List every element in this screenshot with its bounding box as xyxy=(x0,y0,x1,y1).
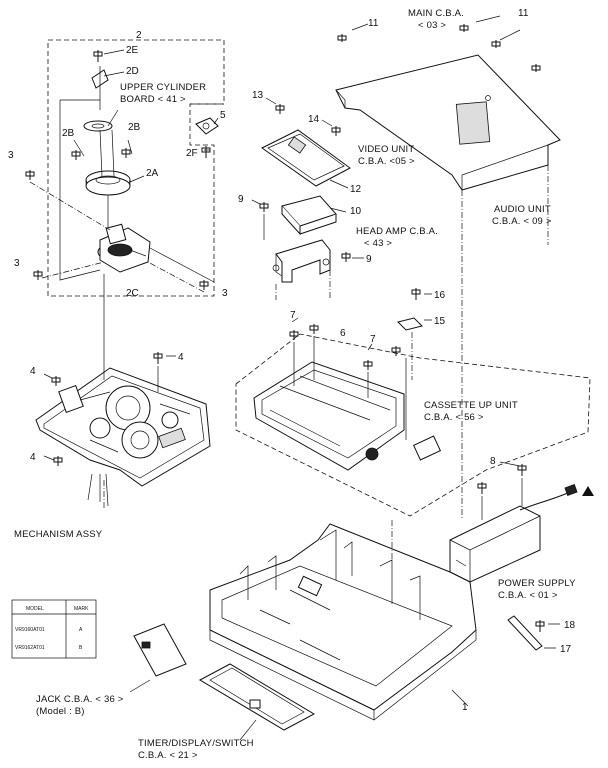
cassette-up-label-line2: C.B.A. < 56 > xyxy=(424,412,484,423)
part-number-8: 8 xyxy=(490,456,496,467)
part-number-5: 5 xyxy=(220,110,226,121)
audio-unit-label-line1: AUDIO UNIT xyxy=(494,204,551,215)
model-table-row2-model: VR9162AT01 xyxy=(15,645,45,651)
model-table-row1-model: VR9160AT01 xyxy=(15,627,45,633)
power-supply-label-line2: C.B.A. < 01 > xyxy=(498,590,558,601)
part-number-2a: 2A xyxy=(146,168,159,179)
part-number-1: 1 xyxy=(462,702,468,713)
upper-cylinder-assembly xyxy=(59,49,219,283)
upper-cylinder-label-line1: UPPER CYLINDER xyxy=(120,82,206,93)
power-supply-unit xyxy=(449,461,594,583)
part-number-11-right: 11 xyxy=(518,8,529,19)
audio-unit-label-line2: C.B.A. < 09 > xyxy=(492,216,552,227)
jack-cba-label-line1: JACK C.B.A. < 36 > xyxy=(36,694,124,705)
part-number-2b-left: 2B xyxy=(62,128,75,139)
power-supply-label-line1: POWER SUPPLY xyxy=(498,578,576,589)
model-table-header-model: MODEL xyxy=(26,606,44,612)
part-number-14: 14 xyxy=(308,114,320,125)
main-cba-label-line2: < 03 > xyxy=(418,20,446,31)
video-unit-label-line1: VIDEO UNIT xyxy=(358,144,414,155)
mechanism-assy xyxy=(35,274,211,507)
timer-display-switch-label-line1: TIMER/DISPLAY/SWITCH xyxy=(138,738,254,749)
video-unit-board xyxy=(261,97,351,189)
cassette-up-unit xyxy=(235,288,591,517)
part-number-2e: 2E xyxy=(126,45,139,56)
part-number-2: 2 xyxy=(136,30,142,41)
head-amp-label-line1: HEAD AMP C.B.A. xyxy=(356,226,438,237)
part-number-2c: 2C xyxy=(126,288,139,299)
part-number-16: 16 xyxy=(434,290,446,301)
timer-display-switch-board xyxy=(198,663,316,741)
upper-cylinder-group-outline xyxy=(47,39,225,297)
mechanism-assy-label: MECHANISM ASSY xyxy=(14,529,103,540)
model-table-row1-mark: A xyxy=(79,627,83,633)
part-number-7-left: 7 xyxy=(290,310,296,321)
head-amp-label-line2: < 43 > xyxy=(364,238,392,249)
part-number-15: 15 xyxy=(434,316,446,327)
part-number-4-left: 4 xyxy=(30,366,36,377)
part-number-4-bottom: 4 xyxy=(30,452,36,463)
model-table-row2-mark: B xyxy=(79,645,83,651)
part-number-6: 6 xyxy=(340,328,346,339)
part-number-2b-right: 2B xyxy=(128,122,141,133)
jack-cba-board xyxy=(129,623,187,693)
screw-11-group xyxy=(337,15,541,72)
part-number-17: 17 xyxy=(560,644,572,655)
head-amp-board xyxy=(251,195,364,300)
part-number-3-right: 3 xyxy=(222,288,228,299)
upper-cylinder-label-line2: BOARD < 41 > xyxy=(120,94,186,105)
model-table-header-mark: MARK xyxy=(74,606,89,612)
main-chassis xyxy=(209,520,560,721)
part-number-3-left: 3 xyxy=(14,258,20,269)
part-number-9-bottom: 9 xyxy=(366,254,372,265)
cassette-up-label-line1: CASSETTE UP UNIT xyxy=(424,400,518,411)
part-number-2f: 2F xyxy=(186,148,198,159)
jack-cba-label-line2: (Model : B) xyxy=(36,706,85,717)
part-number-12: 12 xyxy=(350,184,362,195)
video-unit-label-line2: C.B.A. <05 > xyxy=(358,156,415,167)
part-number-4-top: 4 xyxy=(178,352,184,363)
part-number-10: 10 xyxy=(350,206,362,217)
main-cba-label-line1: MAIN C.B.A. xyxy=(408,8,464,19)
part-number-13: 13 xyxy=(252,90,264,101)
part-number-18: 18 xyxy=(564,620,576,631)
timer-display-switch-label-line2: C.B.A. < 21 > xyxy=(138,750,198,761)
main-cba-board xyxy=(335,54,561,520)
part-number-9-top: 9 xyxy=(238,194,244,205)
model-table: MODEL MARK VR9160AT01 A VR9162AT01 B xyxy=(11,599,97,659)
part-number-3-top: 3 xyxy=(8,150,14,161)
part-number-11-left: 11 xyxy=(368,18,379,29)
part-number-2d: 2D xyxy=(126,66,139,77)
screw-3-group xyxy=(25,170,209,293)
part-number-7-right: 7 xyxy=(370,334,376,345)
